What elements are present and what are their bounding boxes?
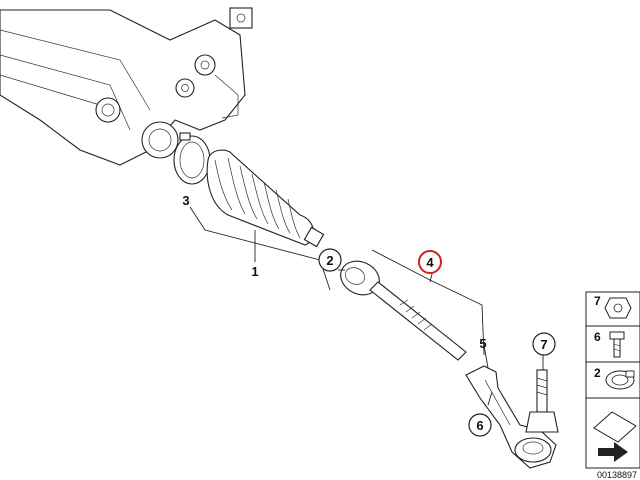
callout-3: 3 (182, 193, 189, 208)
callout-1: 1 (251, 264, 258, 279)
leader-lines (189, 206, 544, 406)
callout-6-circle (468, 413, 492, 437)
hose-clamp (173, 132, 211, 185)
side-item-label-1: 7 (594, 294, 601, 308)
diagram-code: 00138897 (597, 470, 637, 480)
callout-6: 6 (476, 418, 483, 433)
outer-tie-rod-end (465, 365, 557, 469)
inner-tie-rod (340, 260, 467, 361)
bolt-icon (609, 331, 625, 358)
side-item-label-3: 2 (594, 366, 601, 380)
callout-4: 4 (426, 255, 434, 270)
nut-icon (604, 297, 632, 319)
callout-7: 7 (540, 337, 547, 352)
callout-2: 2 (326, 253, 333, 268)
orientation-arrow-icon (593, 411, 637, 462)
callout-7-circle (532, 332, 556, 356)
ball-joint-stud (525, 369, 559, 433)
hose-clamp-icon (605, 370, 635, 390)
side-item-label-2: 6 (594, 330, 601, 344)
callout-5: 5 (479, 336, 486, 351)
callout-4-highlight-circle (418, 250, 442, 274)
callout-2-circle (318, 248, 342, 272)
bellows-boot (206, 149, 325, 248)
steering-rack-housing (0, 7, 253, 166)
side-parts-panel: 7 6 2 (585, 291, 640, 469)
